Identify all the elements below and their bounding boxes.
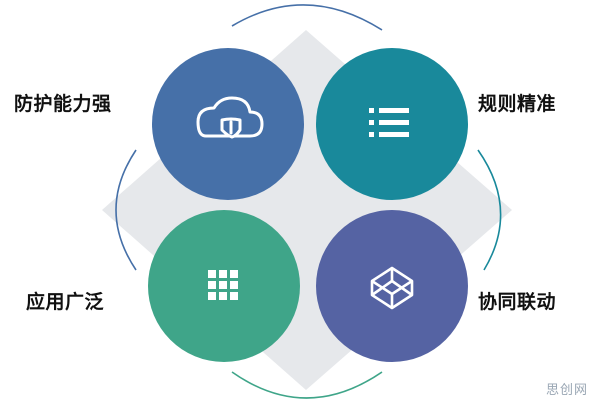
ring-arc-right: [477, 149, 502, 271]
label-linkage: 协同联动: [478, 291, 557, 313]
list-icon: [369, 108, 409, 137]
cloud-shield-icon: [196, 96, 264, 139]
circle-linkage: [316, 210, 468, 362]
codepen-cube-icon: [370, 266, 414, 310]
label-protection: 防护能力强: [14, 93, 112, 115]
watermark-text: 思创网: [545, 383, 588, 398]
ring-arc-left: [115, 149, 137, 271]
ring-arc-top: [231, 4, 383, 31]
label-rules: 规则精准: [478, 93, 557, 115]
label-application: 应用广泛: [26, 291, 105, 313]
grid-icon: [208, 270, 238, 300]
ring-arc-bottom: [231, 371, 383, 399]
